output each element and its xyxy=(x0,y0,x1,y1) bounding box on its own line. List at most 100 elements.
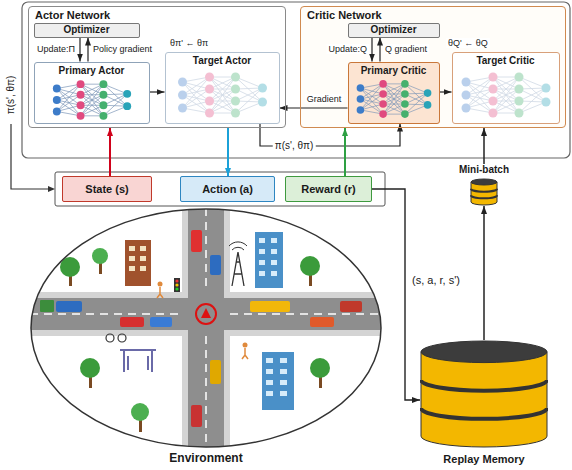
leader-line xyxy=(11,124,49,189)
network-box: Target Actor xyxy=(165,52,280,124)
panel-fill xyxy=(28,6,286,128)
traffic-scene xyxy=(30,208,382,448)
box-fill xyxy=(452,52,560,124)
neural-network-icon xyxy=(178,73,267,118)
environment-ellipse-outline xyxy=(30,208,382,448)
bicycle xyxy=(106,334,114,342)
light xyxy=(175,287,178,290)
optimizer-box: Optimizer xyxy=(348,23,440,38)
car xyxy=(120,317,144,327)
box-fill xyxy=(285,176,372,202)
network-box: Target Critic xyxy=(452,52,560,124)
database-icon-outline xyxy=(420,340,548,448)
pedestrian xyxy=(158,282,163,287)
connector xyxy=(344,128,346,176)
signal-waves xyxy=(229,242,247,250)
box-fill xyxy=(180,176,275,202)
connector xyxy=(371,38,372,62)
box-fill xyxy=(34,62,150,124)
alert-sign xyxy=(201,308,211,318)
environment-ellipse: Environment xyxy=(30,208,382,466)
car xyxy=(210,255,221,275)
cylinder-band xyxy=(421,380,547,391)
network-box: Primary Critic xyxy=(348,62,440,124)
optimizer-box: Optimizer xyxy=(34,23,140,38)
edge-label: Update:Π xyxy=(35,44,77,54)
connector xyxy=(379,38,380,62)
box-fill xyxy=(348,62,440,124)
tree xyxy=(131,403,149,421)
bus xyxy=(250,301,290,312)
pedestrian xyxy=(242,348,248,359)
cylinder-band xyxy=(421,408,547,419)
windows xyxy=(259,238,277,276)
network-box: Primary Actor xyxy=(34,62,150,124)
node-label: Environment xyxy=(169,452,242,466)
tree xyxy=(92,248,108,264)
node-label: Critic Network xyxy=(307,9,382,22)
node-label: Optimizer xyxy=(370,24,416,36)
connector xyxy=(483,128,485,164)
tree xyxy=(310,358,330,378)
edge-label: Policy gradient xyxy=(91,44,154,54)
connector xyxy=(483,206,485,340)
truck xyxy=(210,360,221,384)
pedestrian xyxy=(243,343,248,348)
lane-mark xyxy=(205,336,207,448)
ground xyxy=(30,208,382,448)
state-box: State (s) xyxy=(62,176,152,202)
edge-label: θπ' ← θπ xyxy=(168,38,210,48)
connector xyxy=(150,91,165,92)
network-panel: Actor NetworkOptimizerPrimary Actor Targe… xyxy=(28,6,286,128)
neural-network-icon xyxy=(53,80,131,120)
windows xyxy=(266,358,287,396)
node-label: Actor Network xyxy=(35,9,110,22)
outer-frame xyxy=(22,2,570,158)
tree xyxy=(300,256,320,276)
connector xyxy=(79,38,80,62)
car xyxy=(56,301,82,312)
cylinder-band xyxy=(471,195,497,198)
car xyxy=(191,405,202,427)
database-icon-outline xyxy=(470,178,498,206)
database-icon: Mini-batch xyxy=(454,164,514,206)
pedestrian xyxy=(157,287,163,298)
node-label: Target Actor xyxy=(193,55,251,67)
connector xyxy=(87,38,88,62)
building xyxy=(125,240,151,286)
edge-label: π(s', θπ) xyxy=(273,140,316,152)
node-label: Action (a) xyxy=(202,183,253,196)
playground xyxy=(120,350,156,372)
neural-network-icon xyxy=(357,80,432,118)
node-label: Replay Memory xyxy=(443,453,524,466)
edge-label: Update:Q xyxy=(326,44,369,54)
connector xyxy=(227,128,229,176)
connector xyxy=(280,107,348,108)
car xyxy=(340,301,362,312)
action-box: Action (a) xyxy=(180,176,275,202)
edge-label: (s, a, r, s') xyxy=(410,274,462,287)
cylinder-body xyxy=(421,352,547,447)
ellipse-outline xyxy=(31,209,381,447)
connector xyxy=(372,189,420,400)
lane-mark xyxy=(30,313,182,315)
node-label: Primary Actor xyxy=(59,65,125,77)
cylinder-top xyxy=(471,179,497,185)
node-label: Target Critic xyxy=(476,55,534,67)
neural-network-icon xyxy=(462,73,551,118)
sidewalk xyxy=(182,208,230,448)
edge-label: θQ' ← θQ xyxy=(446,38,490,48)
tree xyxy=(80,358,100,378)
traffic-light xyxy=(174,278,180,292)
truck xyxy=(40,300,54,312)
edge-label: Gradient xyxy=(305,94,344,104)
windows xyxy=(129,246,146,271)
light xyxy=(175,283,178,286)
lane-mark xyxy=(205,208,207,292)
panel-fill xyxy=(300,6,566,128)
cell-tower xyxy=(232,252,244,286)
sar-container xyxy=(55,172,385,206)
cylinder-top xyxy=(421,341,547,363)
